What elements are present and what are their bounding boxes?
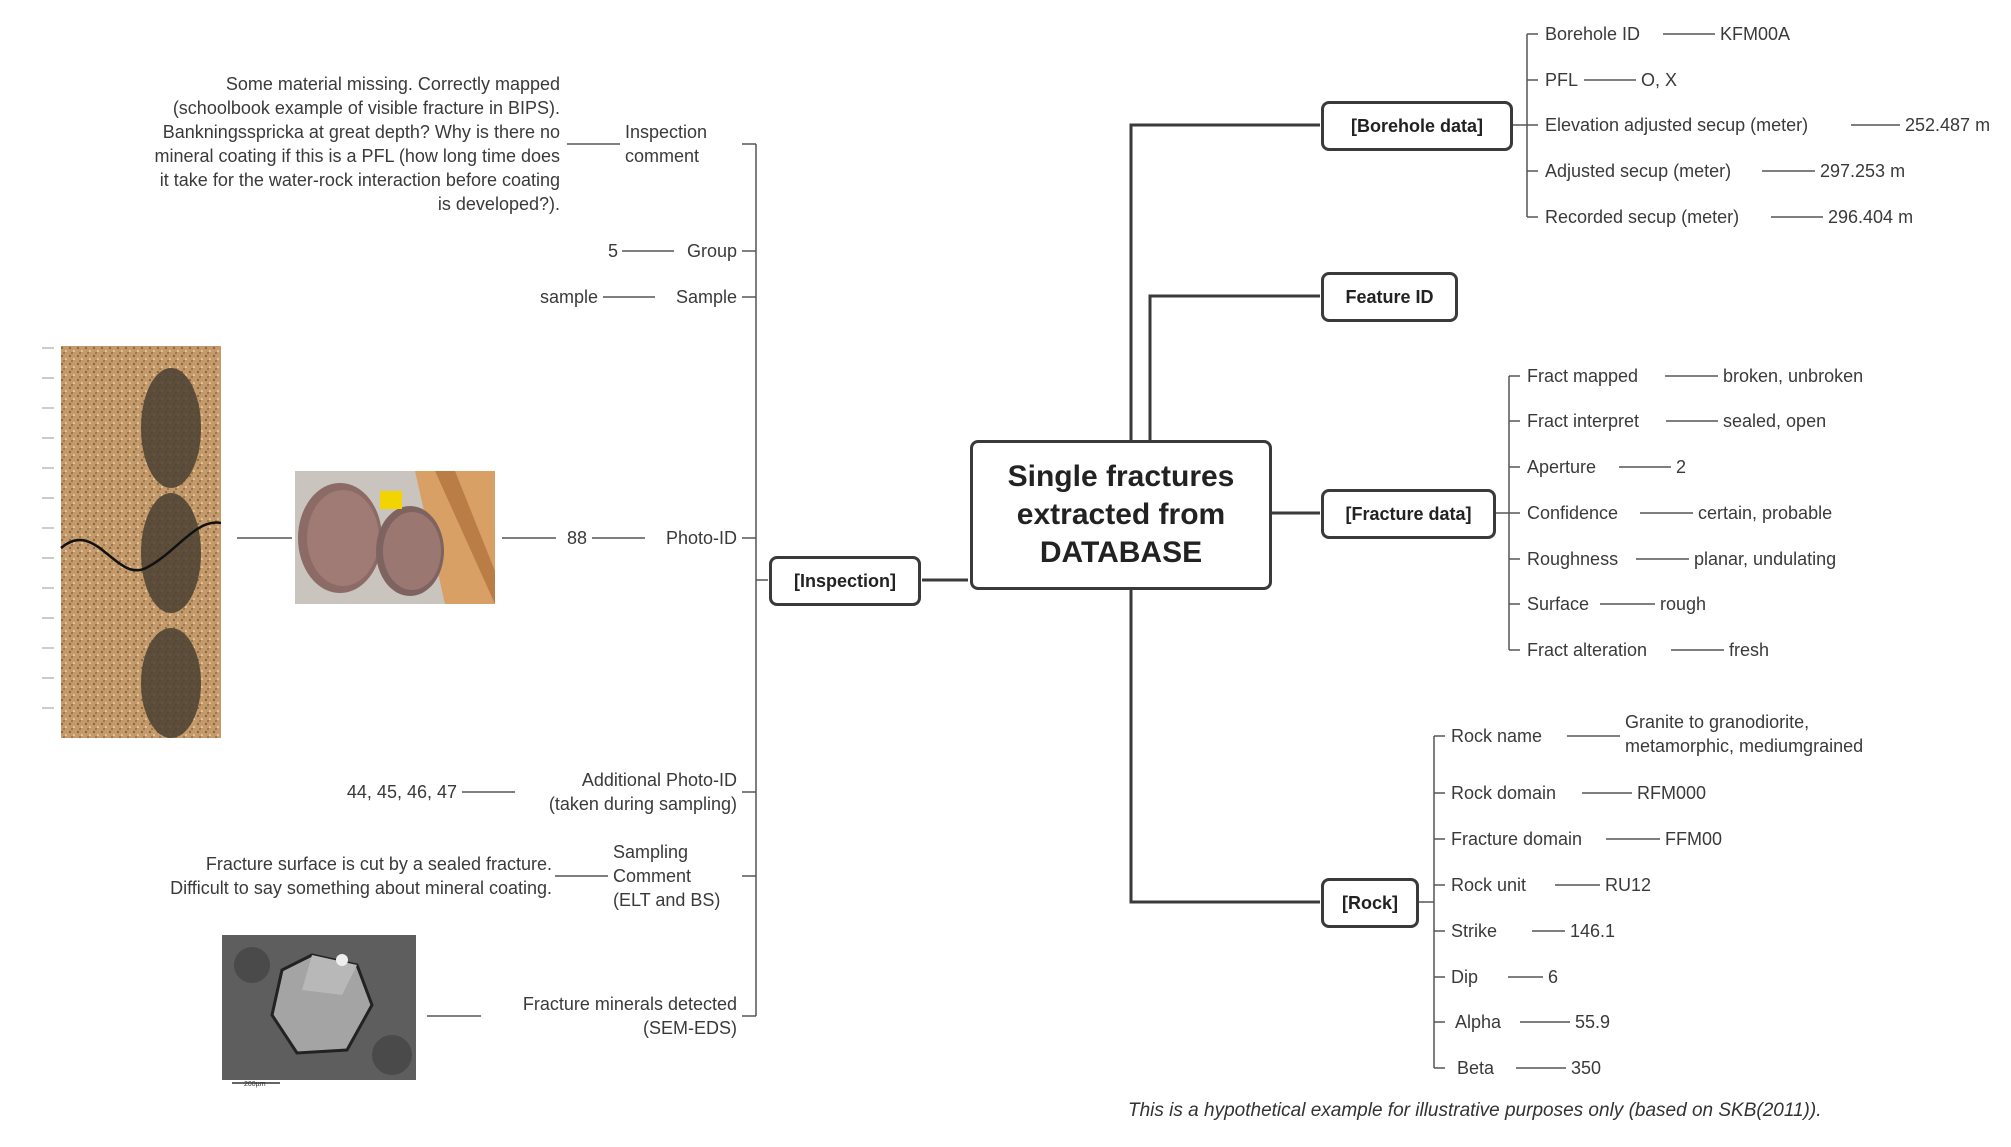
fracture-value: broken, unbroken xyxy=(1723,366,1864,386)
central-topic[interactable]: Single fractures extracted from DATABASE xyxy=(970,440,1272,590)
borehole-key: Elevation adjusted secup (meter) xyxy=(1545,115,1809,135)
rock-key: Fracture domain xyxy=(1451,829,1583,849)
rock-key: Rock unit xyxy=(1451,875,1527,895)
branch-label: [Borehole data] xyxy=(1350,115,1483,136)
inspection-key: Additional Photo-ID (taken during sampli… xyxy=(548,770,737,814)
rock-value: RFM000 xyxy=(1637,783,1707,803)
sem-scale-label: 200µm xyxy=(244,1081,266,1088)
rock-key: Rock name xyxy=(1451,726,1543,746)
borehole-value: 296.404 m xyxy=(1828,207,1914,227)
rock-key: Strike xyxy=(1451,921,1498,941)
borehole-image xyxy=(36,338,221,738)
fracture-key: Confidence xyxy=(1527,503,1619,523)
borehole-key: Borehole ID xyxy=(1545,24,1641,44)
inspection-key: Photo-ID xyxy=(665,528,737,548)
branch-fracture-data[interactable]: [Fracture data] xyxy=(1321,489,1496,539)
branch-inspection[interactable]: [Inspection] xyxy=(769,556,921,606)
fracture-key: Fract alteration xyxy=(1527,640,1648,660)
rock-key: Beta xyxy=(1457,1058,1495,1078)
inspection-value: 5 xyxy=(607,241,618,261)
borehole-value: 297.253 m xyxy=(1820,161,1906,181)
fracture-key: Aperture xyxy=(1527,457,1597,477)
rock-value: Granite to granodiorite, metamorphic, me… xyxy=(1625,712,1864,756)
branch-label: [Rock] xyxy=(1341,892,1398,913)
borehole-key: Adjusted secup (meter) xyxy=(1545,161,1732,181)
footnote: This is a hypothetical example for illus… xyxy=(1128,1100,1822,1121)
fracture-value: sealed, open xyxy=(1723,411,1827,431)
inspection-comment-value: Some material missing. Correctly mapped … xyxy=(154,74,560,214)
fracture-key: Surface xyxy=(1527,594,1590,614)
rock-value: RU12 xyxy=(1605,875,1652,895)
inspection-key: Fracture minerals detected (SEM-EDS) xyxy=(522,994,737,1038)
branch-label: [Inspection] xyxy=(794,570,896,591)
inspection-value: 88 xyxy=(566,528,587,548)
fracture-key: Fract mapped xyxy=(1527,366,1639,386)
inspection-value: Fracture surface is cut by a sealed frac… xyxy=(170,854,552,898)
fracture-key: Roughness xyxy=(1527,549,1619,569)
fracture-value: 2 xyxy=(1676,457,1687,477)
core-sample-photo xyxy=(295,471,495,604)
branch-label: Feature ID xyxy=(1345,286,1434,307)
rock-key: Rock domain xyxy=(1451,783,1557,803)
rock-key: Dip xyxy=(1451,967,1479,987)
inspection-key: Sampling Comment (ELT and BS) xyxy=(613,842,721,910)
rock-value: FFM00 xyxy=(1665,829,1723,849)
fracture-value: fresh xyxy=(1729,640,1770,660)
sem-image: 200µm xyxy=(222,935,416,1090)
fracture-value: certain, probable xyxy=(1698,503,1833,523)
borehole-value: O, X xyxy=(1641,70,1678,90)
inspection-key: Inspection comment xyxy=(625,122,708,166)
rock-value: 6 xyxy=(1548,967,1559,987)
borehole-key: Recorded secup (meter) xyxy=(1545,207,1740,227)
rock-key: Alpha xyxy=(1455,1012,1502,1032)
fracture-value: planar, undulating xyxy=(1694,549,1837,569)
rock-value: 55.9 xyxy=(1575,1012,1611,1032)
rock-value: 146.1 xyxy=(1570,921,1616,941)
borehole-value: KFM00A xyxy=(1720,24,1791,44)
branch-label: [Fracture data] xyxy=(1345,503,1472,524)
fracture-key: Fract interpret xyxy=(1527,411,1640,431)
inspection-value: 44, 45, 46, 47 xyxy=(346,782,457,802)
inspection-value: sample xyxy=(539,287,598,307)
rock-value: 350 xyxy=(1571,1058,1602,1078)
branch-feature-id[interactable]: Feature ID xyxy=(1321,272,1458,322)
borehole-key: PFL xyxy=(1545,70,1579,90)
central-topic-title: Single fractures extracted from DATABASE xyxy=(1007,460,1235,569)
borehole-value: 252.487 m xyxy=(1905,115,1991,135)
fracture-value: rough xyxy=(1660,594,1707,614)
inspection-key: Group xyxy=(686,241,737,261)
branch-rock[interactable]: [Rock] xyxy=(1321,878,1419,928)
branch-borehole-data[interactable]: [Borehole data] xyxy=(1321,101,1513,151)
inspection-key: Sample xyxy=(675,287,737,307)
